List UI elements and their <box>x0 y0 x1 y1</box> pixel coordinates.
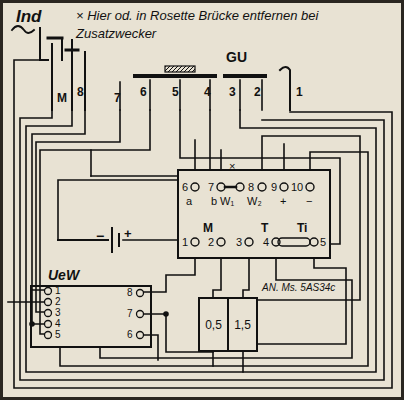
terminal-label: 4 <box>263 237 269 248</box>
node-label: UeW <box>48 268 79 282</box>
terminal-label: 5 <box>172 86 179 98</box>
terminal-label: 3 <box>236 237 242 248</box>
terminal-label: 1 <box>296 86 303 98</box>
terminal-label: W₂ <box>247 196 262 207</box>
terminal-label: 2 <box>208 237 214 248</box>
terminal-label: 8 <box>127 288 133 298</box>
terminal-label: T <box>261 222 268 234</box>
terminal-label: b <box>211 196 217 207</box>
terminal-label: 3 <box>55 308 61 318</box>
terminal-label: 9 <box>271 182 277 193</box>
terminal-label: 7 <box>127 309 133 319</box>
terminal-label: AN. Ms. 5AS34c <box>262 283 335 293</box>
terminal-label: 6 <box>182 182 188 193</box>
terminal-label: M <box>203 222 213 234</box>
node-label: 0,5 <box>205 319 222 331</box>
terminal-label: M <box>57 92 67 104</box>
terminal-label: − <box>306 196 312 207</box>
transformer-box: UeW <box>30 285 152 348</box>
terminal-label: a <box>186 196 192 207</box>
capacitor-box: 1,5 <box>227 297 258 352</box>
terminal-label: 3 <box>229 86 236 98</box>
terminal-label: 4 <box>204 86 211 98</box>
terminal-label: × <box>229 161 235 172</box>
capacitor-box: 0,5 <box>198 297 229 352</box>
terminal-label: 5 <box>55 330 61 340</box>
terminal-label: 10 <box>291 182 303 193</box>
switch-label: GU <box>226 50 247 64</box>
terminal-label: 2 <box>55 297 61 307</box>
terminal-label: W₁ <box>220 196 234 207</box>
node-label: 1,5 <box>234 319 251 331</box>
terminal-label: 8 <box>77 86 84 98</box>
terminal-label: 7 <box>114 92 121 104</box>
terminal-label: − <box>96 229 104 243</box>
terminal-label: 2 <box>254 86 261 98</box>
note-text: × Hier od. in Rosette Brücke entfernen b… <box>76 7 338 43</box>
terminal-label: 6 <box>127 330 133 340</box>
terminal-label: 5 <box>320 237 326 248</box>
terminal-label: + <box>280 196 286 207</box>
terminal-label: Ti <box>297 222 307 234</box>
terminal-label: 1 <box>182 237 188 248</box>
terminal-label: + <box>124 227 132 240</box>
terminal-label: 4 <box>55 319 61 329</box>
terminal-label: 6 <box>140 86 147 98</box>
terminal-label: 1 <box>55 286 61 296</box>
terminal-label: 8 <box>248 182 254 193</box>
terminal-label: 7 <box>208 182 214 193</box>
title-handwritten: Ind <box>16 8 42 25</box>
